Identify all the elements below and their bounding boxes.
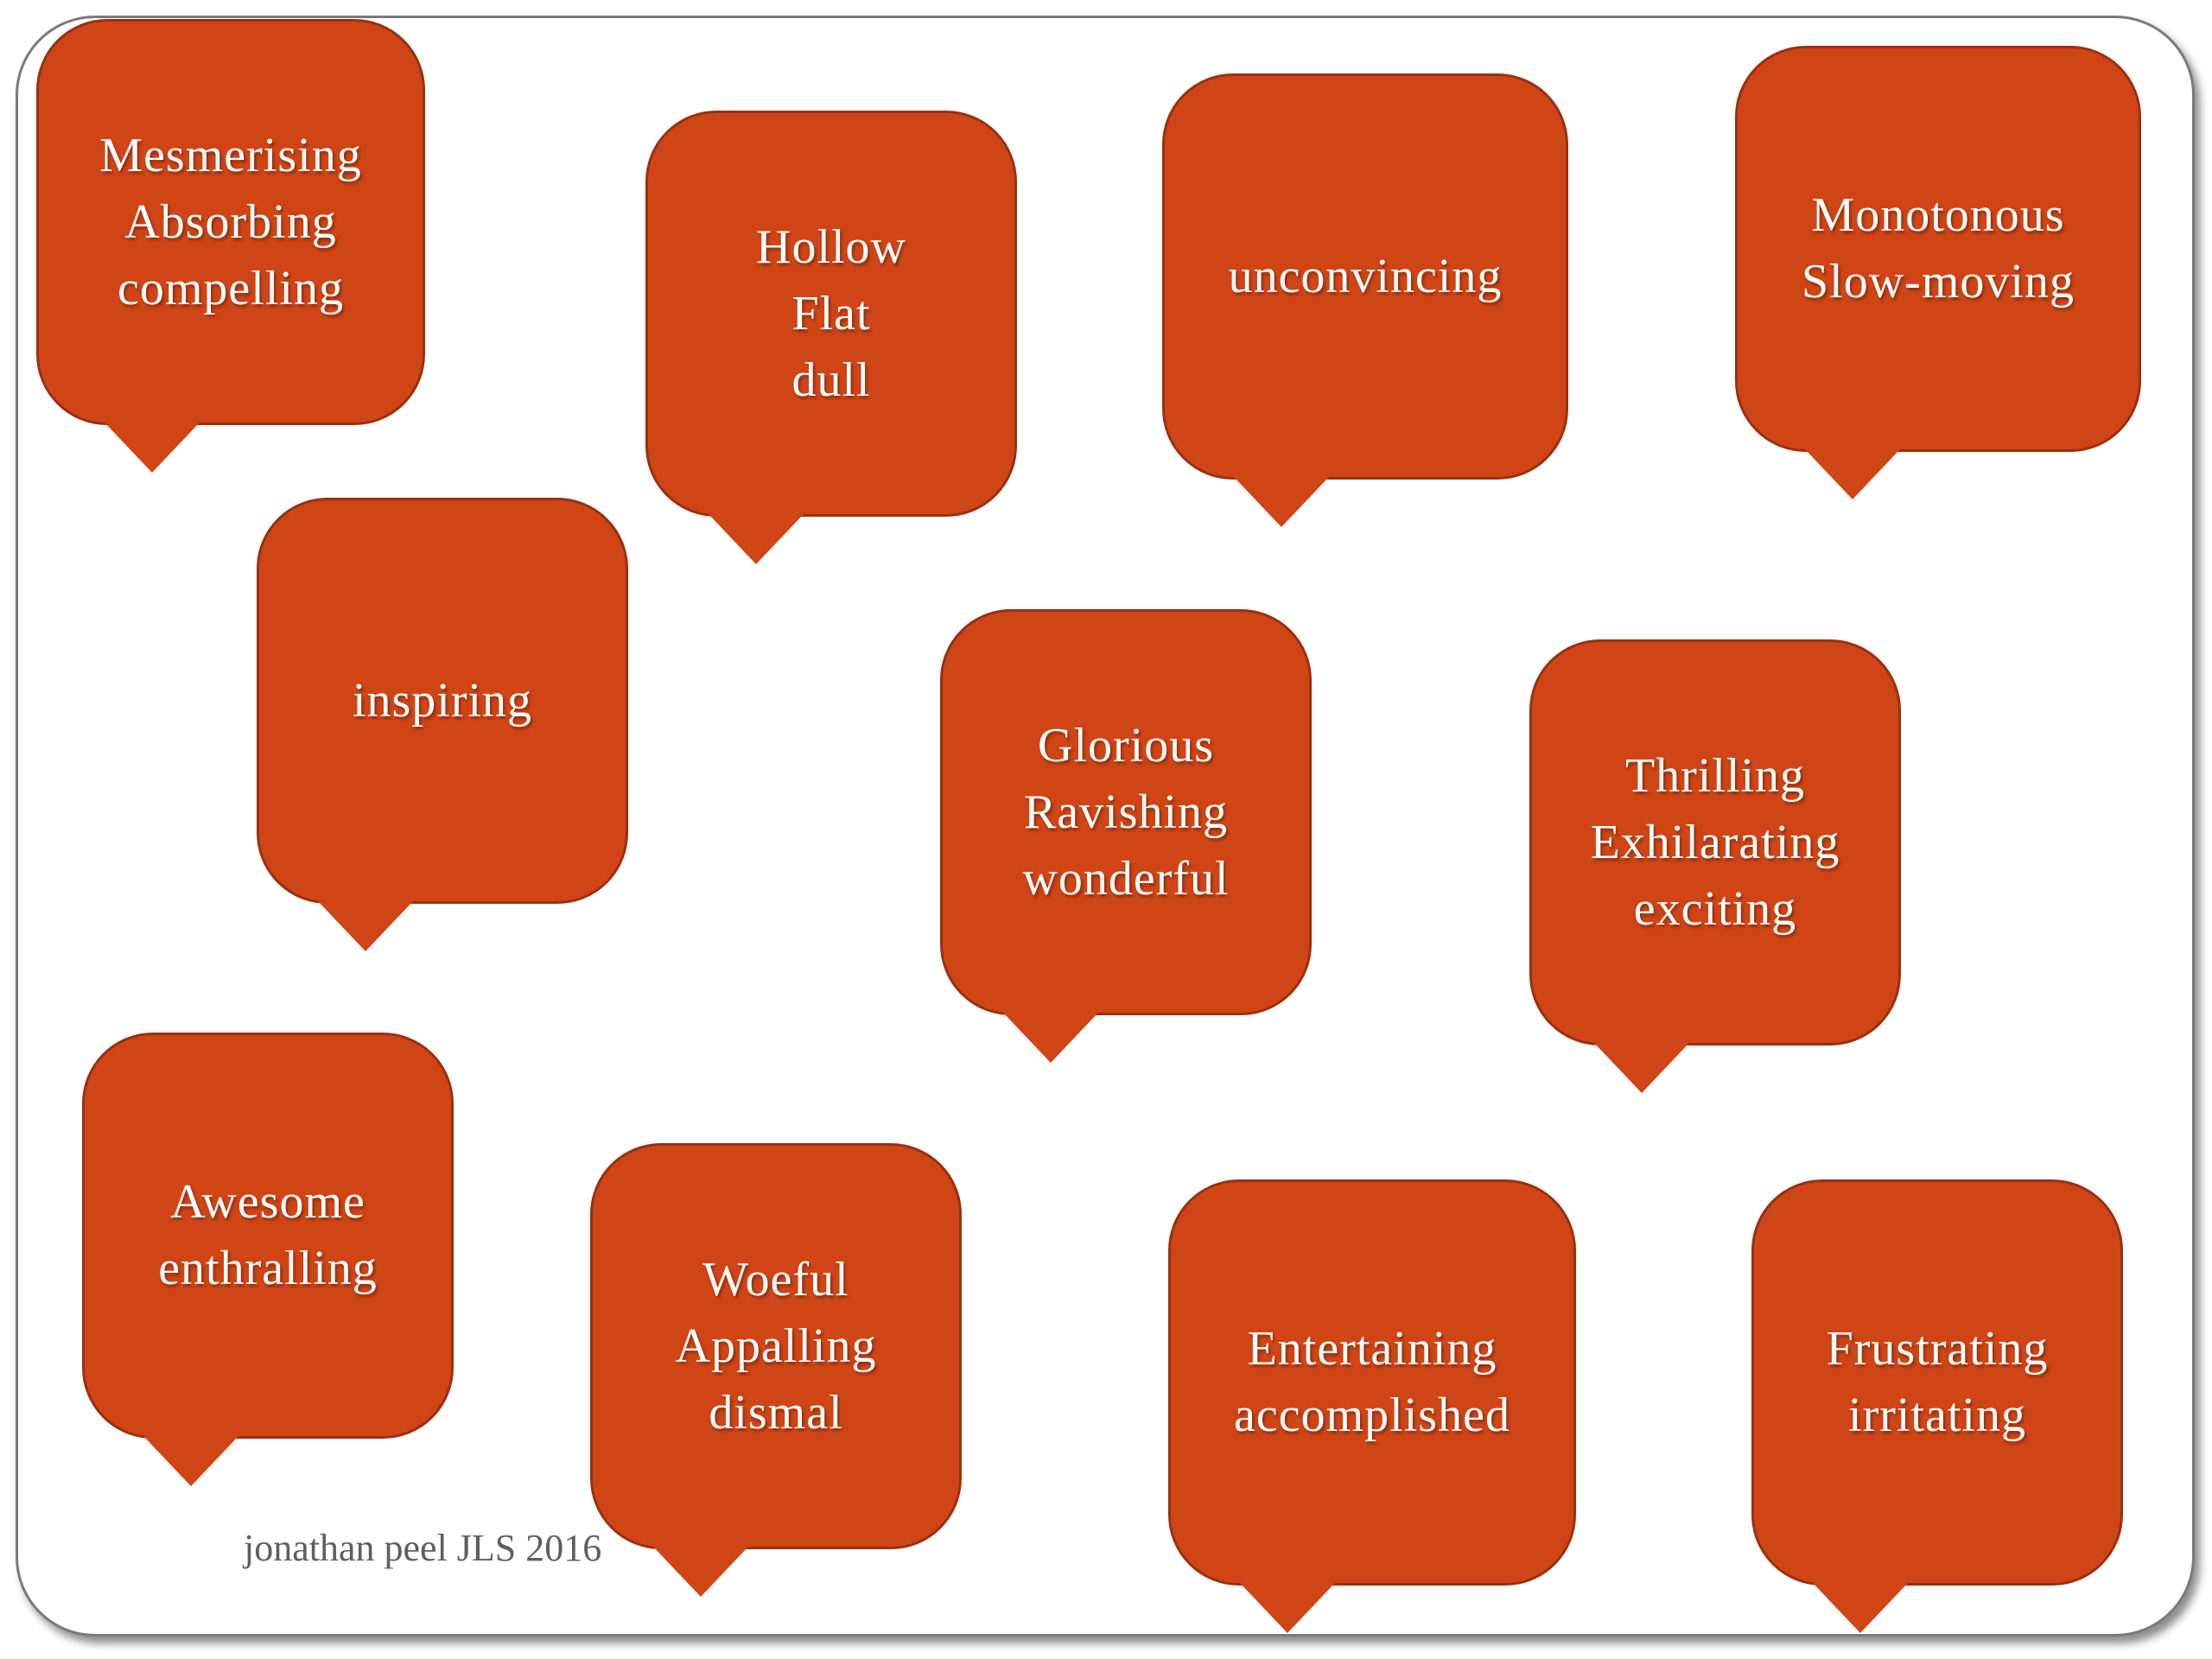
author-credit: jonathan peel JLS 2016 (244, 1527, 602, 1569)
speech-bubble-tail (653, 1547, 748, 1597)
bubble-word: Exhilarating (1590, 815, 1840, 869)
bubble-word: unconvincing (1228, 249, 1503, 303)
bubble-words: Monotonous Slow-moving (1738, 48, 2139, 449)
speech-bubble-tail (709, 514, 804, 564)
speech-bubble: inspiring (257, 498, 628, 951)
bubble-word: Absorbing (124, 194, 337, 249)
bubble-words: Awesome enthralling (85, 1035, 451, 1436)
speech-bubble: Hollow Flat dull (645, 111, 1017, 564)
speech-bubble: Frustrating irritating (1751, 1179, 2123, 1633)
bubble-word: Appalling (675, 1319, 877, 1373)
speech-bubble-tail (1805, 449, 1900, 499)
speech-bubble: Woeful Appalling dismal (590, 1143, 962, 1597)
bubble-word: accomplished (1234, 1389, 1510, 1442)
speech-bubble-tail (1234, 477, 1329, 527)
bubble-word: Woeful (702, 1252, 849, 1306)
bubble-word: inspiring (352, 673, 533, 728)
bubble-word: Glorious (1038, 718, 1214, 772)
bubble-words: Glorious Ravishing wonderful (943, 612, 1309, 1013)
bubble-word: Thrilling (1624, 748, 1806, 803)
speech-bubble: Entertaining accomplished (1168, 1179, 1576, 1633)
speech-bubble-tail (1003, 1013, 1098, 1063)
bubble-word: Frustrating (1826, 1322, 2049, 1376)
speech-bubble-tail (105, 423, 200, 473)
speech-bubble-tail (318, 901, 413, 951)
bubble-word: Awesome (170, 1175, 365, 1229)
bubble-word: Flat (791, 286, 871, 340)
bubble-word: wonderful (1022, 851, 1230, 906)
bubble-word: exciting (1633, 881, 1797, 936)
bubble-word: dull (791, 353, 871, 407)
bubble-words: inspiring (259, 500, 626, 901)
bubble-words: Woeful Appalling dismal (593, 1146, 959, 1547)
bubble-word: Hollow (756, 219, 906, 274)
speech-bubble-tail (1813, 1583, 1908, 1633)
bubble-word: Slow-moving (1802, 255, 2075, 308)
bubble-word: Entertaining (1247, 1322, 1497, 1376)
bubble-word: enthralling (158, 1242, 378, 1295)
bubble-words: Frustrating irritating (1754, 1182, 2120, 1583)
bubble-words: Mesmerising Absorbing compelling (39, 22, 423, 423)
bubble-word: compelling (118, 261, 344, 315)
speech-bubble: unconvincing (1162, 73, 1568, 527)
bubble-words: Entertaining accomplished (1171, 1182, 1573, 1583)
bubble-word: Mesmerising (99, 128, 362, 182)
speech-bubble: Monotonous Slow-moving (1735, 46, 2141, 499)
speech-bubble: Glorious Ravishing wonderful (940, 609, 1312, 1063)
bubble-word: dismal (709, 1385, 843, 1440)
bubble-word: Ravishing (1023, 785, 1229, 839)
bubble-words: Thrilling Exhilarating exciting (1532, 642, 1898, 1043)
speech-bubble: Thrilling Exhilarating exciting (1529, 639, 1901, 1093)
speech-bubble: Mesmerising Absorbing compelling (36, 19, 425, 473)
speech-bubble: Awesome enthralling (82, 1033, 454, 1486)
bubble-word: irritating (1848, 1389, 2026, 1442)
speech-bubble-tail (1240, 1583, 1335, 1633)
bubble-word: Monotonous (1811, 188, 2065, 242)
speech-bubble-tail (1594, 1043, 1689, 1093)
speech-bubble-tail (143, 1436, 238, 1486)
bubble-words: unconvincing (1165, 76, 1566, 477)
bubble-words: Hollow Flat dull (648, 113, 1014, 514)
